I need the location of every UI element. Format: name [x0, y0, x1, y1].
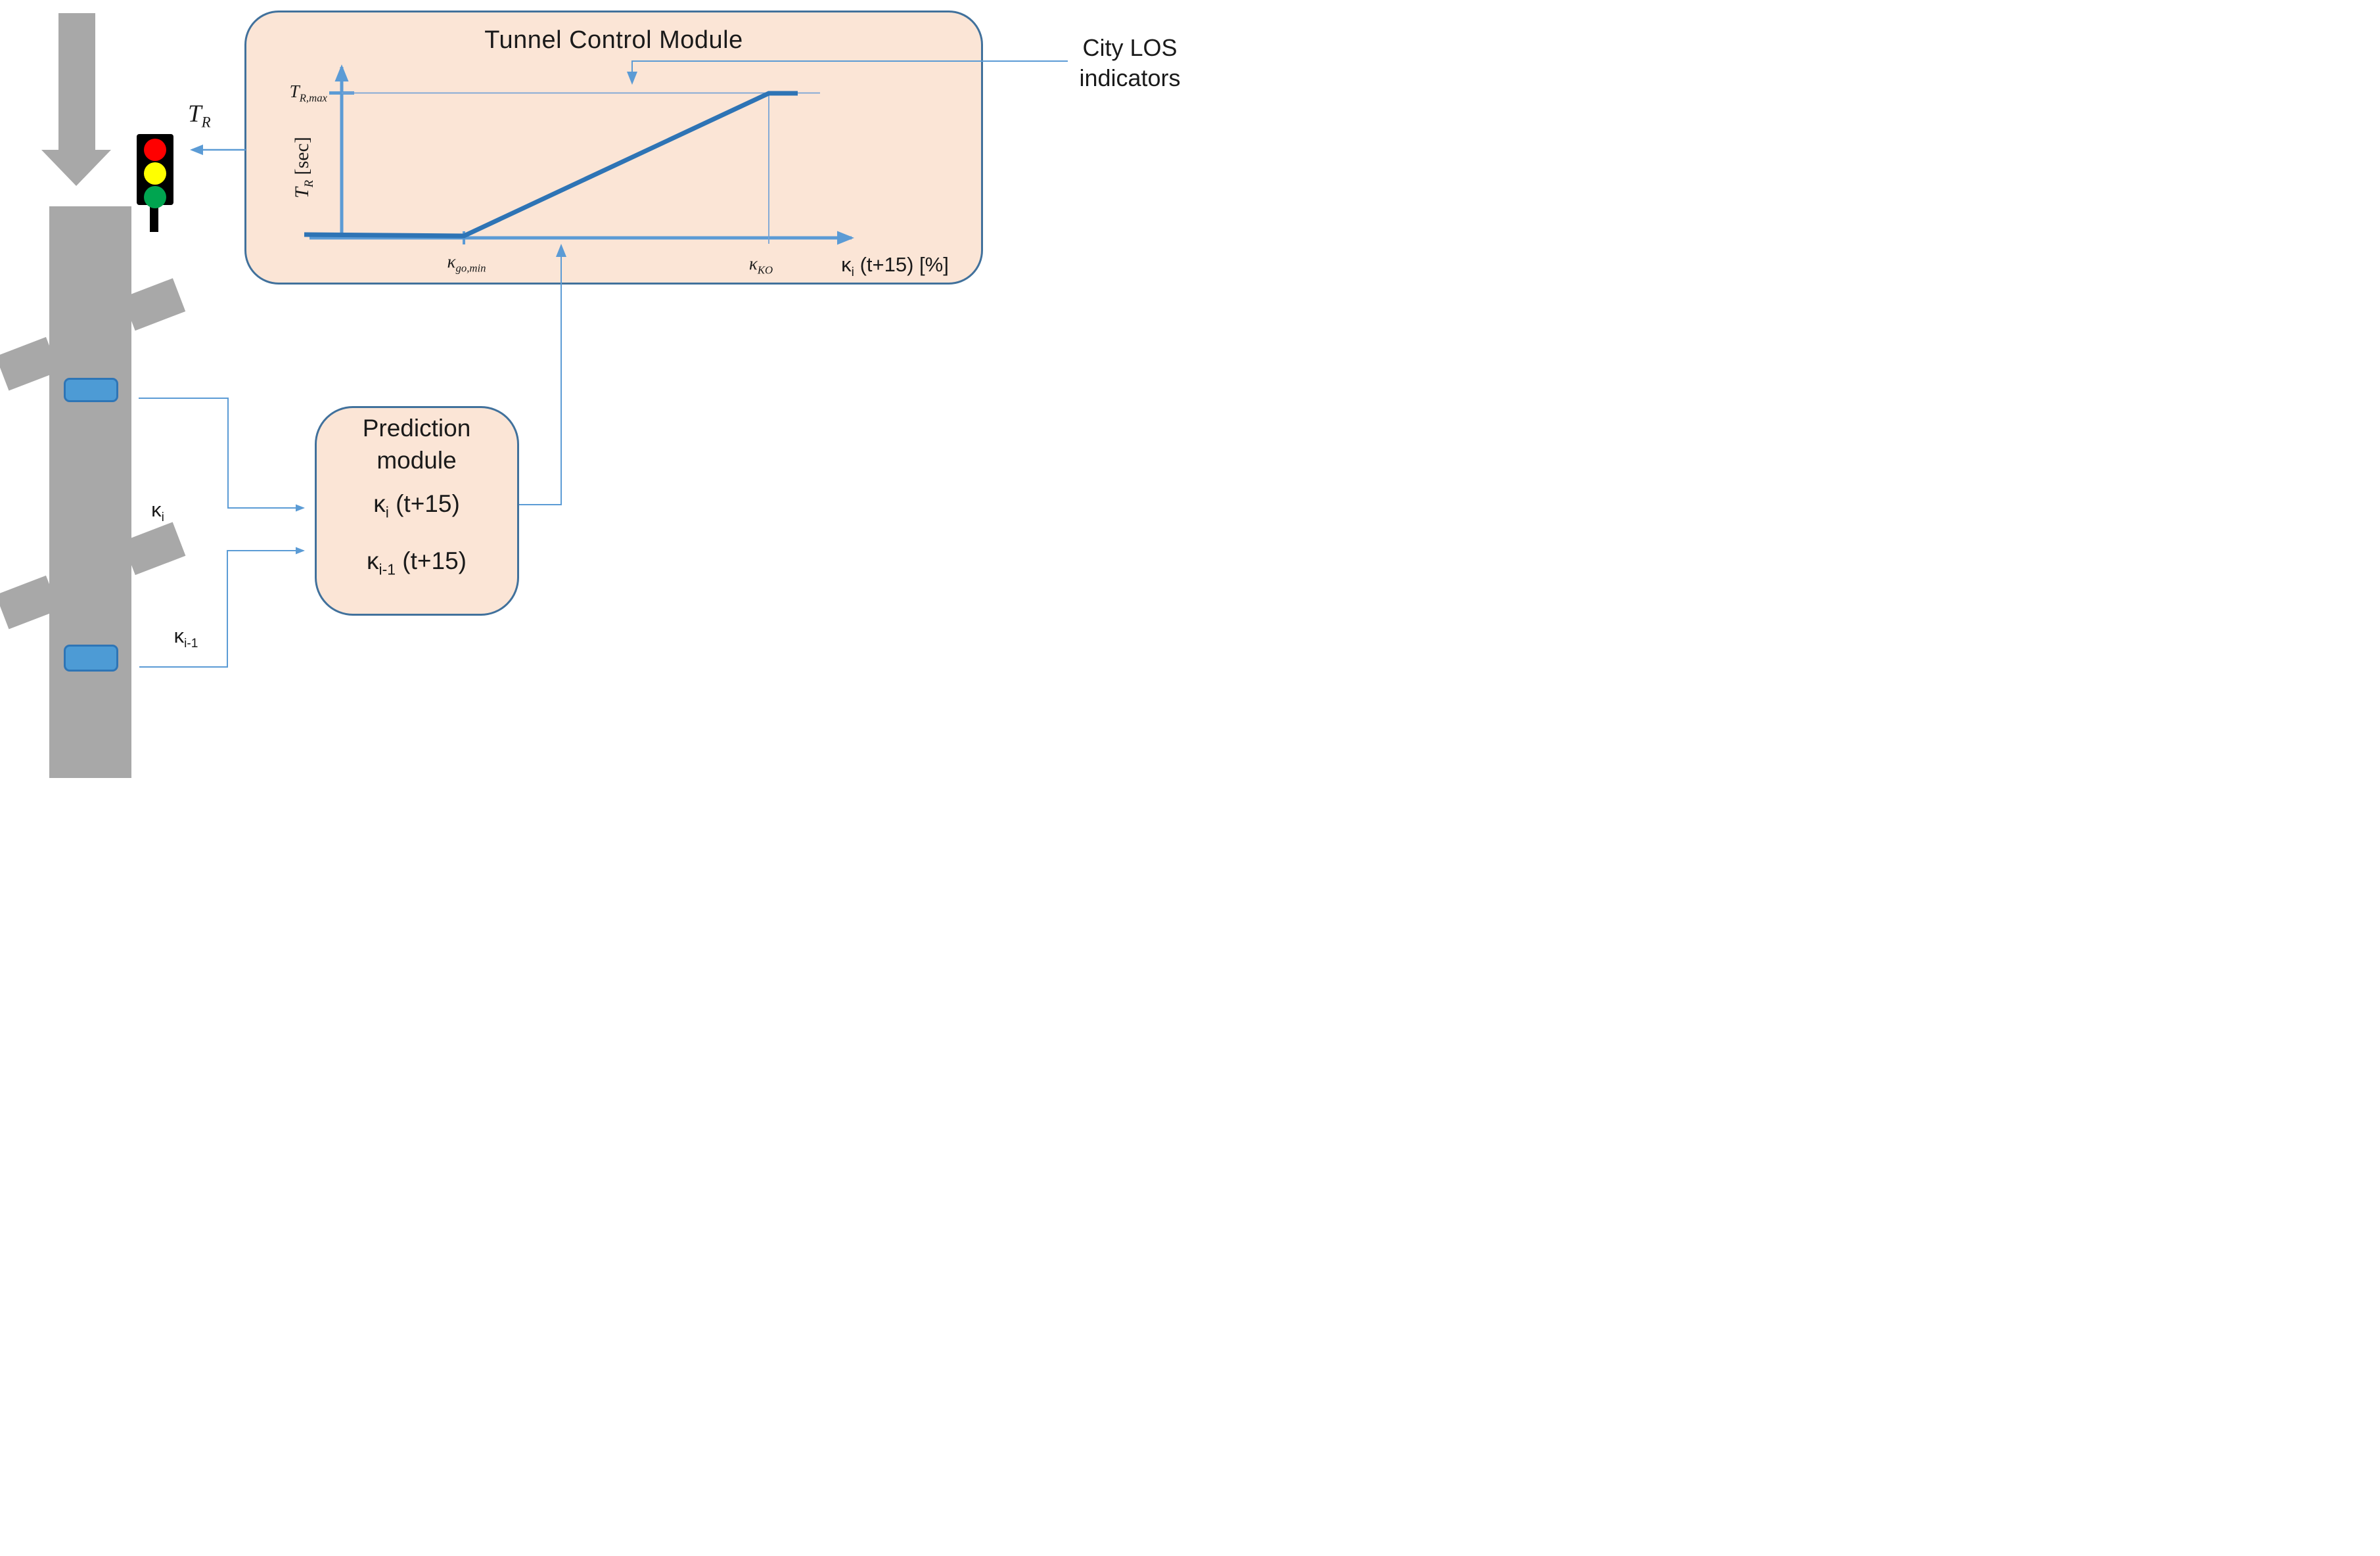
prediction-output-ki: κi (t+15) [373, 490, 460, 521]
yellow-light-icon [144, 162, 166, 185]
prediction-module-box [315, 406, 519, 616]
prediction-output-arrow [519, 244, 566, 505]
green-light-icon [144, 186, 166, 208]
detector-section-i-minus-1 [64, 645, 118, 672]
detector-section-i [64, 378, 118, 402]
prediction-module-title-line1: Prediction [362, 415, 471, 442]
tr-signal-label: TR [188, 101, 211, 131]
road-section-i-minus-1-label: κi-1 [173, 624, 198, 651]
diagram-canvas: Tunnel Control Module Prediction module … [0, 0, 1190, 778]
arrow-shaft [58, 13, 95, 150]
traffic-flow-arrow-icon [41, 13, 112, 186]
x-tick-kgomin-label: κgo,min [447, 252, 486, 275]
tunnel-control-module-title: Tunnel Control Module [484, 26, 743, 54]
x-tick-kko-label: κKO [748, 254, 773, 277]
city-los-line2: indicators [1079, 64, 1181, 91]
main-road [49, 206, 131, 778]
city-los-indicators-label: City LOS indicators [1070, 33, 1190, 93]
road-section-i-label: κi [151, 498, 164, 525]
prediction-output-ki-1: κi-1 (t+15) [367, 547, 467, 578]
x-axis-title: κi (t+15) [%] [841, 253, 949, 280]
side-road-upper-right [122, 278, 186, 331]
y-axis-title: TR [sec] [291, 137, 316, 198]
traffic-light-pole [150, 205, 158, 232]
arrow-head [41, 150, 111, 186]
prediction-module-title-line2: module [377, 447, 457, 474]
side-road-lower-right [122, 522, 186, 576]
detector-i-minus-1-connector-arrow [139, 547, 305, 668]
detector-i-connector-arrow [139, 398, 305, 512]
city-los-line1: City LOS [1082, 34, 1178, 61]
red-light-icon [144, 139, 166, 161]
traffic-light-icon [137, 134, 173, 208]
